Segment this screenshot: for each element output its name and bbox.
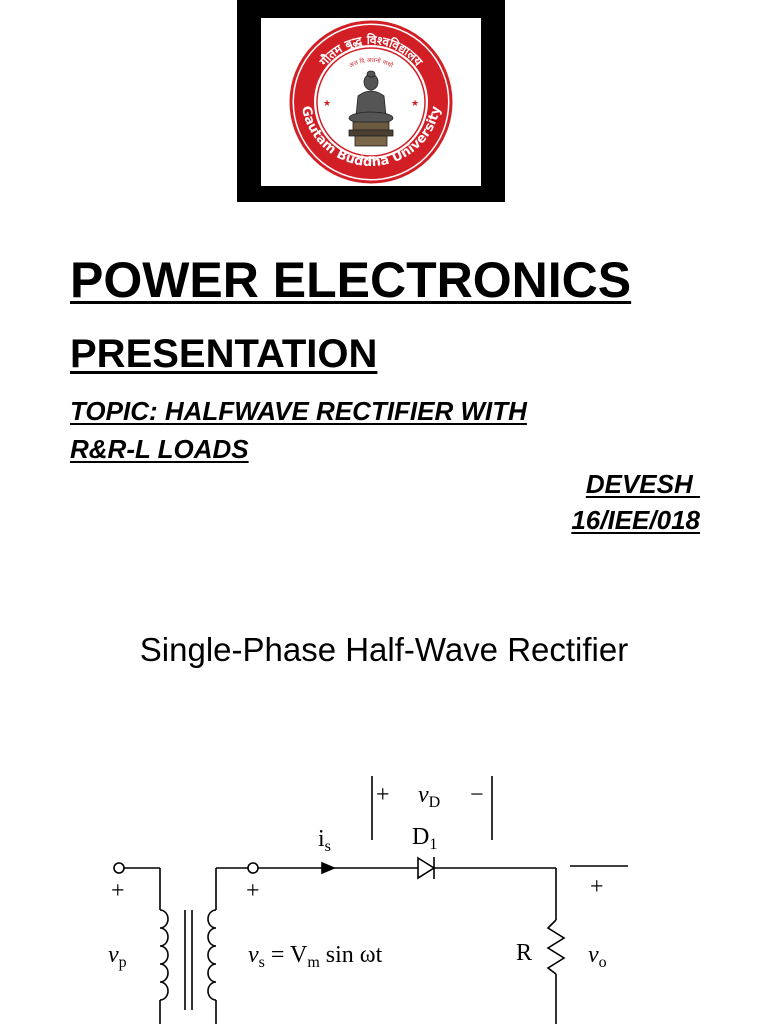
university-seal-logo: गौतम बुद्ध विश्वविद्यालय Gautam Buddha U… xyxy=(289,20,453,184)
section-heading: Single-Phase Half-Wave Rectifier xyxy=(139,631,629,668)
is-label: is xyxy=(318,826,331,855)
topic-block: TOPIC: HALFWAVE RECTIFIER WITH R&R-L LOA… xyxy=(70,392,670,468)
slide-subtitle: PRESENTATION xyxy=(70,332,378,376)
vd-minus: − xyxy=(470,782,484,808)
secondary-terminal xyxy=(247,862,259,874)
secondary-coil xyxy=(207,909,217,1001)
vp-label: vp xyxy=(108,942,127,971)
r-label: R xyxy=(516,940,532,966)
vd-plus: + xyxy=(376,782,390,808)
topic-prefix: TOPIC xyxy=(70,396,149,426)
star-icon: ★ xyxy=(323,99,331,109)
vd-label: vD xyxy=(418,782,440,811)
star-icon: ★ xyxy=(411,99,419,109)
vs-equation: vs = Vm sin ωt xyxy=(248,942,383,971)
logo-background: गौतम बुद्ध विश्वविद्यालय Gautam Buddha U… xyxy=(261,18,481,186)
plus-primary: + xyxy=(111,878,125,904)
topic-line1: HALFWAVE RECTIFIER WITH xyxy=(164,396,527,426)
vo-label: vo xyxy=(588,942,607,971)
topic-line2: R&R-L LOADS xyxy=(70,434,249,464)
primary-coil xyxy=(159,909,169,1001)
current-arrow-icon xyxy=(321,861,337,875)
diode-icon xyxy=(417,856,436,880)
author-name: DEVESH xyxy=(585,469,700,499)
plus-secondary: + xyxy=(246,878,260,904)
logo-frame: गौतम बुद्ध विश्वविद्यालय Gautam Buddha U… xyxy=(237,0,505,202)
plus-output: + xyxy=(590,874,604,900)
slide-title: POWER ELECTRONICS xyxy=(70,252,632,308)
rectifier-circuit-diagram: + vD − is D1 + + + vp vs = Vm sin ωt R v… xyxy=(108,776,628,1024)
d1-label: D1 xyxy=(412,824,437,853)
topic-colon: : xyxy=(148,396,165,426)
author-block: DEVESH 16/IEE/018 xyxy=(571,466,700,538)
author-id: 16/IEE/018 xyxy=(571,505,700,535)
resistor-icon xyxy=(546,919,566,975)
buddha-icon xyxy=(348,70,394,147)
primary-terminal xyxy=(113,862,125,874)
